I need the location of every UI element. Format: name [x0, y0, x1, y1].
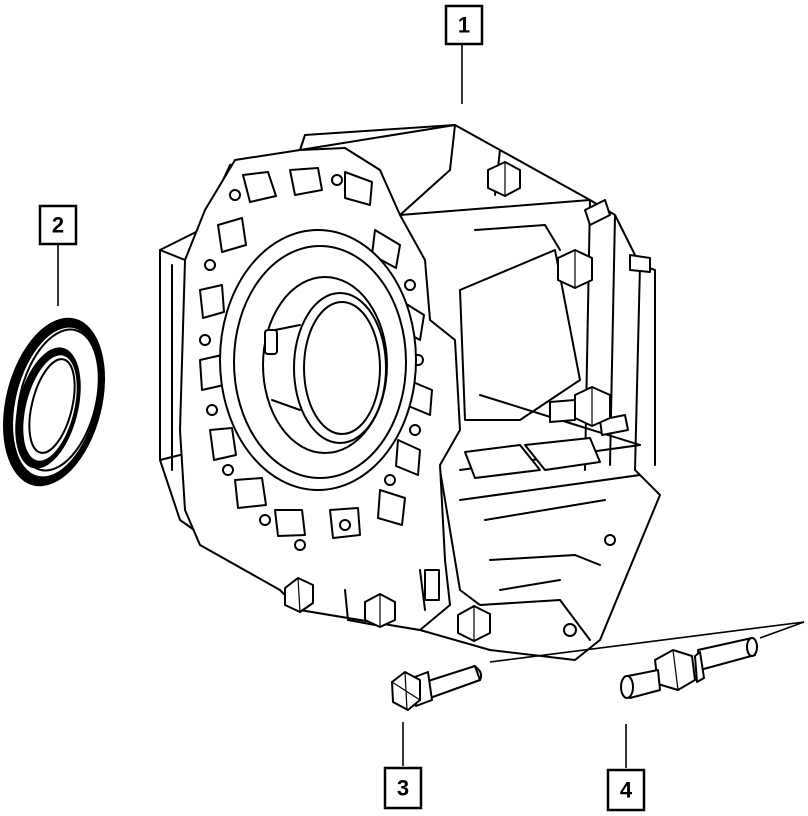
installed-bolt-right-upper — [557, 249, 593, 289]
leader-3-4 — [489, 621, 805, 663]
installed-bolt-bottom-mid — [364, 593, 396, 628]
callout-2-label: 2 — [52, 213, 64, 238]
stud-bolt — [620, 637, 758, 699]
flange-bolt — [391, 665, 483, 711]
installed-bolts — [284, 161, 611, 642]
callout-3-label: 3 — [397, 776, 409, 801]
callout-2: 2 — [38, 204, 78, 246]
installed-stud-right — [549, 386, 611, 427]
leader-lines — [57, 44, 805, 768]
callout-1-label: 1 — [458, 13, 470, 38]
installed-bolt-bottom-right — [457, 605, 491, 642]
callout-4-label: 4 — [620, 778, 633, 803]
transfer-case-housing — [159, 124, 661, 661]
oil-seal — [2, 317, 106, 487]
installed-bolt-bottom-left — [284, 577, 314, 613]
callout-4: 4 — [606, 768, 646, 812]
callout-3: 3 — [383, 766, 423, 810]
installed-bolt-top — [487, 161, 521, 197]
callout-1: 1 — [444, 4, 484, 46]
